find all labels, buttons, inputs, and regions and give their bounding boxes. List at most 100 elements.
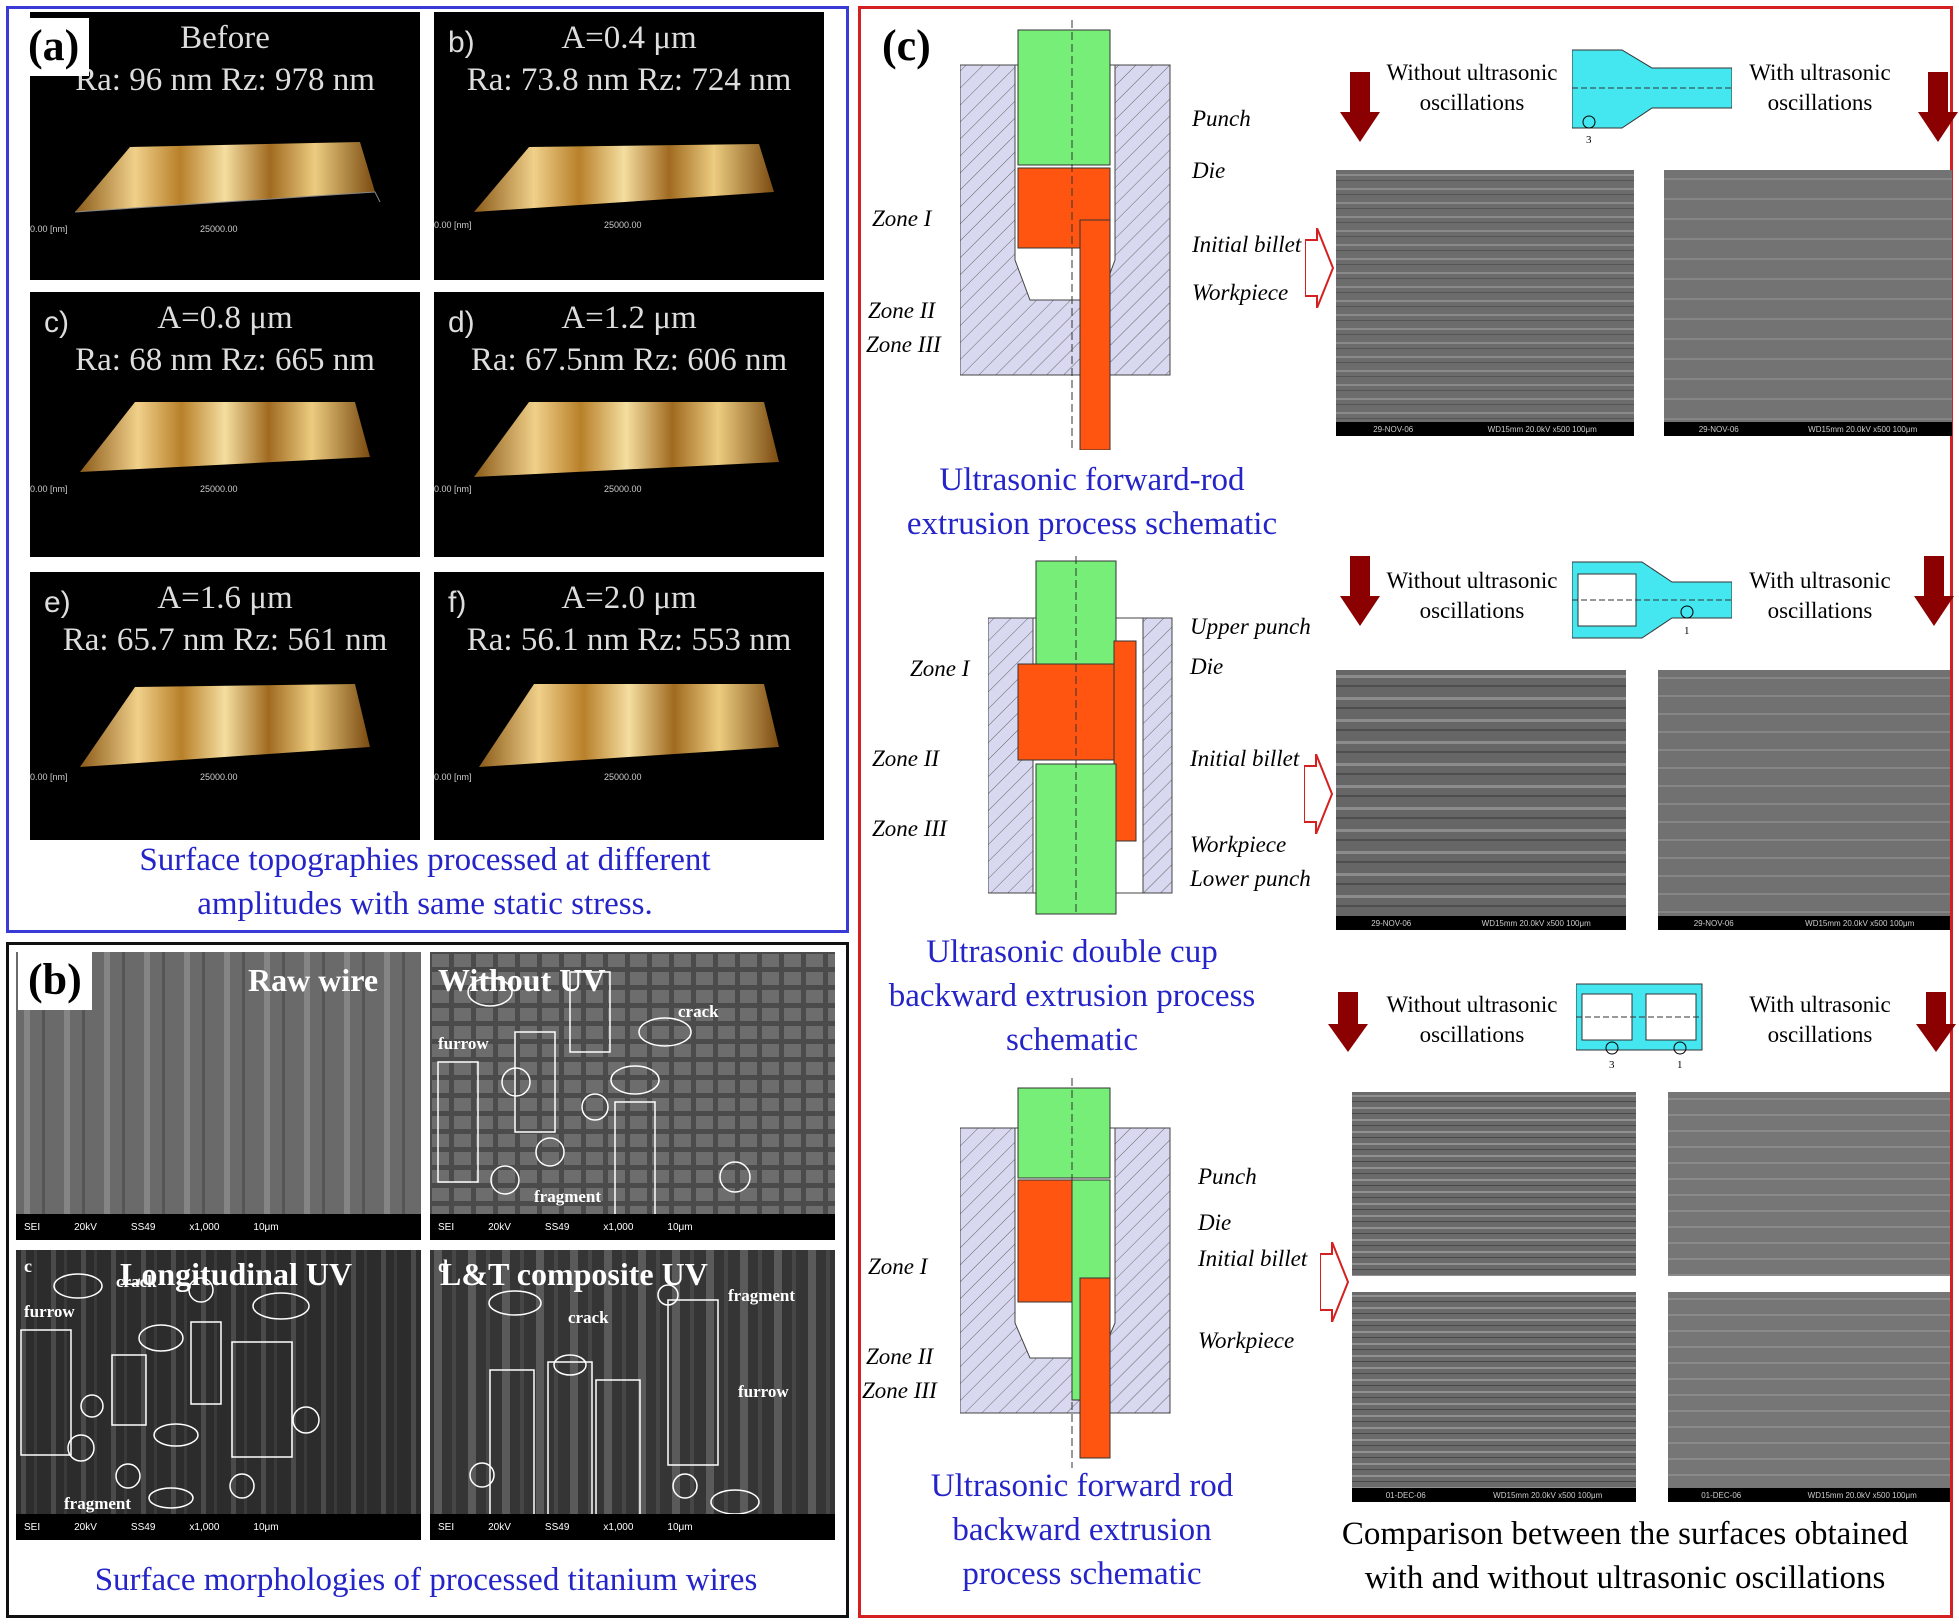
sem-texture — [1664, 170, 1952, 436]
label-zone3: Zone III — [866, 332, 941, 357]
header-with-line1: With ultrasonic — [1749, 60, 1891, 85]
label-zone2: Zone II — [868, 298, 936, 323]
sem-params: WD15mm 20.0kV x500 100μm — [1807, 1490, 1917, 1500]
sem-row1-with: 29-NOV-06 WD15mm 20.0kV x500 100μm — [1664, 170, 1952, 436]
panel-b-letter: (b) — [18, 952, 92, 1010]
arrow-down-icon — [1340, 556, 1380, 626]
label-initial-billet: Initial billet — [1198, 1246, 1308, 1271]
afm-axis-x: 25000.00 — [200, 772, 238, 782]
afm-image-before: Before Ra: 96 nm Rz: 978 nm 0.00 [nm] 25… — [30, 12, 420, 280]
sem-title: L&T composite UV — [440, 1256, 708, 1292]
sem-length: 10μm — [253, 1221, 279, 1233]
arrow-down-icon — [1916, 992, 1956, 1052]
sem-sample: SS49 — [544, 1521, 570, 1533]
label-lower-punch: Lower punch — [1190, 866, 1311, 891]
marker-3b: 1 — [1677, 1059, 1683, 1071]
annotation-crack: crack — [116, 1272, 157, 1291]
sem-texture — [1658, 670, 1950, 930]
sem-texture — [1668, 1092, 1950, 1276]
schematic1-caption: Ultrasonic forward-rod extrusion process… — [872, 458, 1312, 546]
label-zone1: Zone I — [910, 656, 970, 681]
label-zone2: Zone II — [872, 746, 940, 771]
sem-texture — [1668, 1292, 1950, 1502]
afm-axis-x: 25000.00 — [604, 220, 642, 230]
label-workpiece: Workpiece — [1192, 280, 1289, 305]
header-without-line1: Without ultrasonic — [1386, 992, 1558, 1017]
sem-sample: SS49 — [130, 1221, 156, 1233]
sem-title: Raw wire — [248, 962, 379, 998]
label-die: Die — [1192, 158, 1226, 183]
afm-axis-origin: 0.00 [nm] — [434, 220, 472, 230]
header-with: With ultrasonic oscillations — [1720, 990, 1920, 1050]
sem-params: WD15mm 20.0kV x500 100μm — [1493, 1490, 1603, 1500]
annotation-crack: crack — [568, 1308, 609, 1327]
schematic3-caption-line2: backward extrusion — [952, 1512, 1212, 1548]
sem-image-lt-composite-uv: d L&T composite UV crack fragment furrow… — [430, 1250, 835, 1540]
sem-date: 01-DEC-06 — [1701, 1490, 1742, 1500]
sem-params: WD15mm 20.0kV x500 100μm — [1808, 424, 1918, 434]
wire-diagram-1: 3 — [1572, 49, 1732, 143]
schematic-forward-rod-backward — [960, 1078, 1171, 1468]
afm-image-d: d) A=1.2 μm Ra: 67.5nm Rz: 606 nm 0.00 [… — [434, 292, 824, 557]
sem-mag: x1,000 — [189, 1221, 220, 1233]
header-with-line1: With ultrasonic — [1749, 992, 1891, 1017]
sem-length: 10μm — [667, 1221, 693, 1233]
afm-label: f) — [448, 586, 467, 619]
sem-date: 01-DEC-06 — [1385, 1490, 1426, 1500]
header-without: Without ultrasonic oscillations — [1372, 990, 1572, 1050]
afm-label: d) — [448, 306, 475, 339]
sem-date: 29-NOV-06 — [1698, 424, 1739, 434]
sem-length: 10μm — [667, 1521, 693, 1533]
afm-axis-origin: 0.00 [nm] — [30, 484, 68, 494]
header-with-line2: oscillations — [1767, 1022, 1873, 1047]
afm-surface — [80, 684, 370, 767]
label-workpiece: Workpiece — [1190, 832, 1287, 857]
panel-a-caption-line2: amplitudes with same static stress. — [197, 886, 653, 922]
sem-texture — [1352, 1092, 1636, 1276]
wire-diagram-2: 1 — [1572, 561, 1732, 639]
annotation-furrow: furrow — [24, 1302, 75, 1321]
sem-mag: x1,000 — [189, 1521, 220, 1533]
schematic2-caption-line3: schematic — [1006, 1022, 1138, 1058]
arrow-down-icon — [1340, 72, 1380, 142]
header-without-line1: Without ultrasonic — [1386, 60, 1558, 85]
arrow-right-icon — [1305, 228, 1335, 308]
panel-a-caption: Surface topographies processed at differ… — [30, 838, 820, 926]
label-zone3: Zone III — [862, 1378, 937, 1403]
label-zone2: Zone II — [866, 1344, 934, 1369]
label-upper-punch: Upper punch — [1190, 614, 1311, 639]
arrow-down-icon — [1918, 72, 1958, 142]
afm-axis-origin: 0.00 [nm] — [434, 484, 472, 494]
afm-image-f: f) A=2.0 μm Ra: 56.1 nm Rz: 553 nm 0.00 … — [434, 572, 824, 840]
sem-row3-without-bottom: 01-DEC-06 WD15mm 20.0kV x500 100μm — [1352, 1292, 1636, 1502]
label-initial-billet: Initial billet — [1192, 232, 1302, 257]
sem-mag: x1,000 — [603, 1521, 634, 1533]
panel-a-caption-line1: Surface topographies processed at differ… — [139, 842, 711, 878]
label-die: Die — [1190, 654, 1224, 679]
afm-label: b) — [448, 26, 475, 59]
afm-image-b: b) A=0.4 μm Ra: 73.8 nm Rz: 724 nm 0.00 … — [434, 12, 824, 280]
afm-title: A=1.2 μm — [561, 300, 697, 336]
afm-axis-origin: 0.00 [nm] — [30, 224, 68, 234]
afm-image-e: e) A=1.6 μm Ra: 65.7 nm Rz: 561 nm 0.00 … — [30, 572, 420, 840]
panel-a-letter: (a) — [18, 18, 90, 76]
afm-params: Ra: 73.8 nm Rz: 724 nm — [466, 62, 792, 98]
sem-image-without-uv: Without UV crack furrow fragment SEI 20k… — [430, 952, 835, 1240]
panel-c-caption-line1: Comparison between the surfaces obtained — [1341, 1516, 1909, 1552]
panel-c-letter: (c) — [872, 18, 941, 76]
header-with-line2: oscillations — [1767, 598, 1873, 623]
sem-kv: 20kV — [74, 1521, 97, 1533]
sem-label: d — [438, 1256, 449, 1276]
schematic-forward-rod — [960, 20, 1171, 450]
sem-info: 01-DEC-06 WD15mm 20.0kV x500 100μm — [1668, 1488, 1950, 1502]
schematic3-caption: Ultrasonic forward rod backward extrusio… — [872, 1464, 1292, 1596]
afm-axis-x: 25000.00 — [200, 224, 238, 234]
arrow-right-icon — [1320, 1242, 1350, 1322]
schematic2-caption-line1: Ultrasonic double cup — [926, 934, 1218, 970]
header-without: Without ultrasonic oscillations — [1372, 566, 1572, 626]
header-with-line1: With ultrasonic — [1749, 568, 1891, 593]
panel-b-frame — [6, 942, 849, 1618]
